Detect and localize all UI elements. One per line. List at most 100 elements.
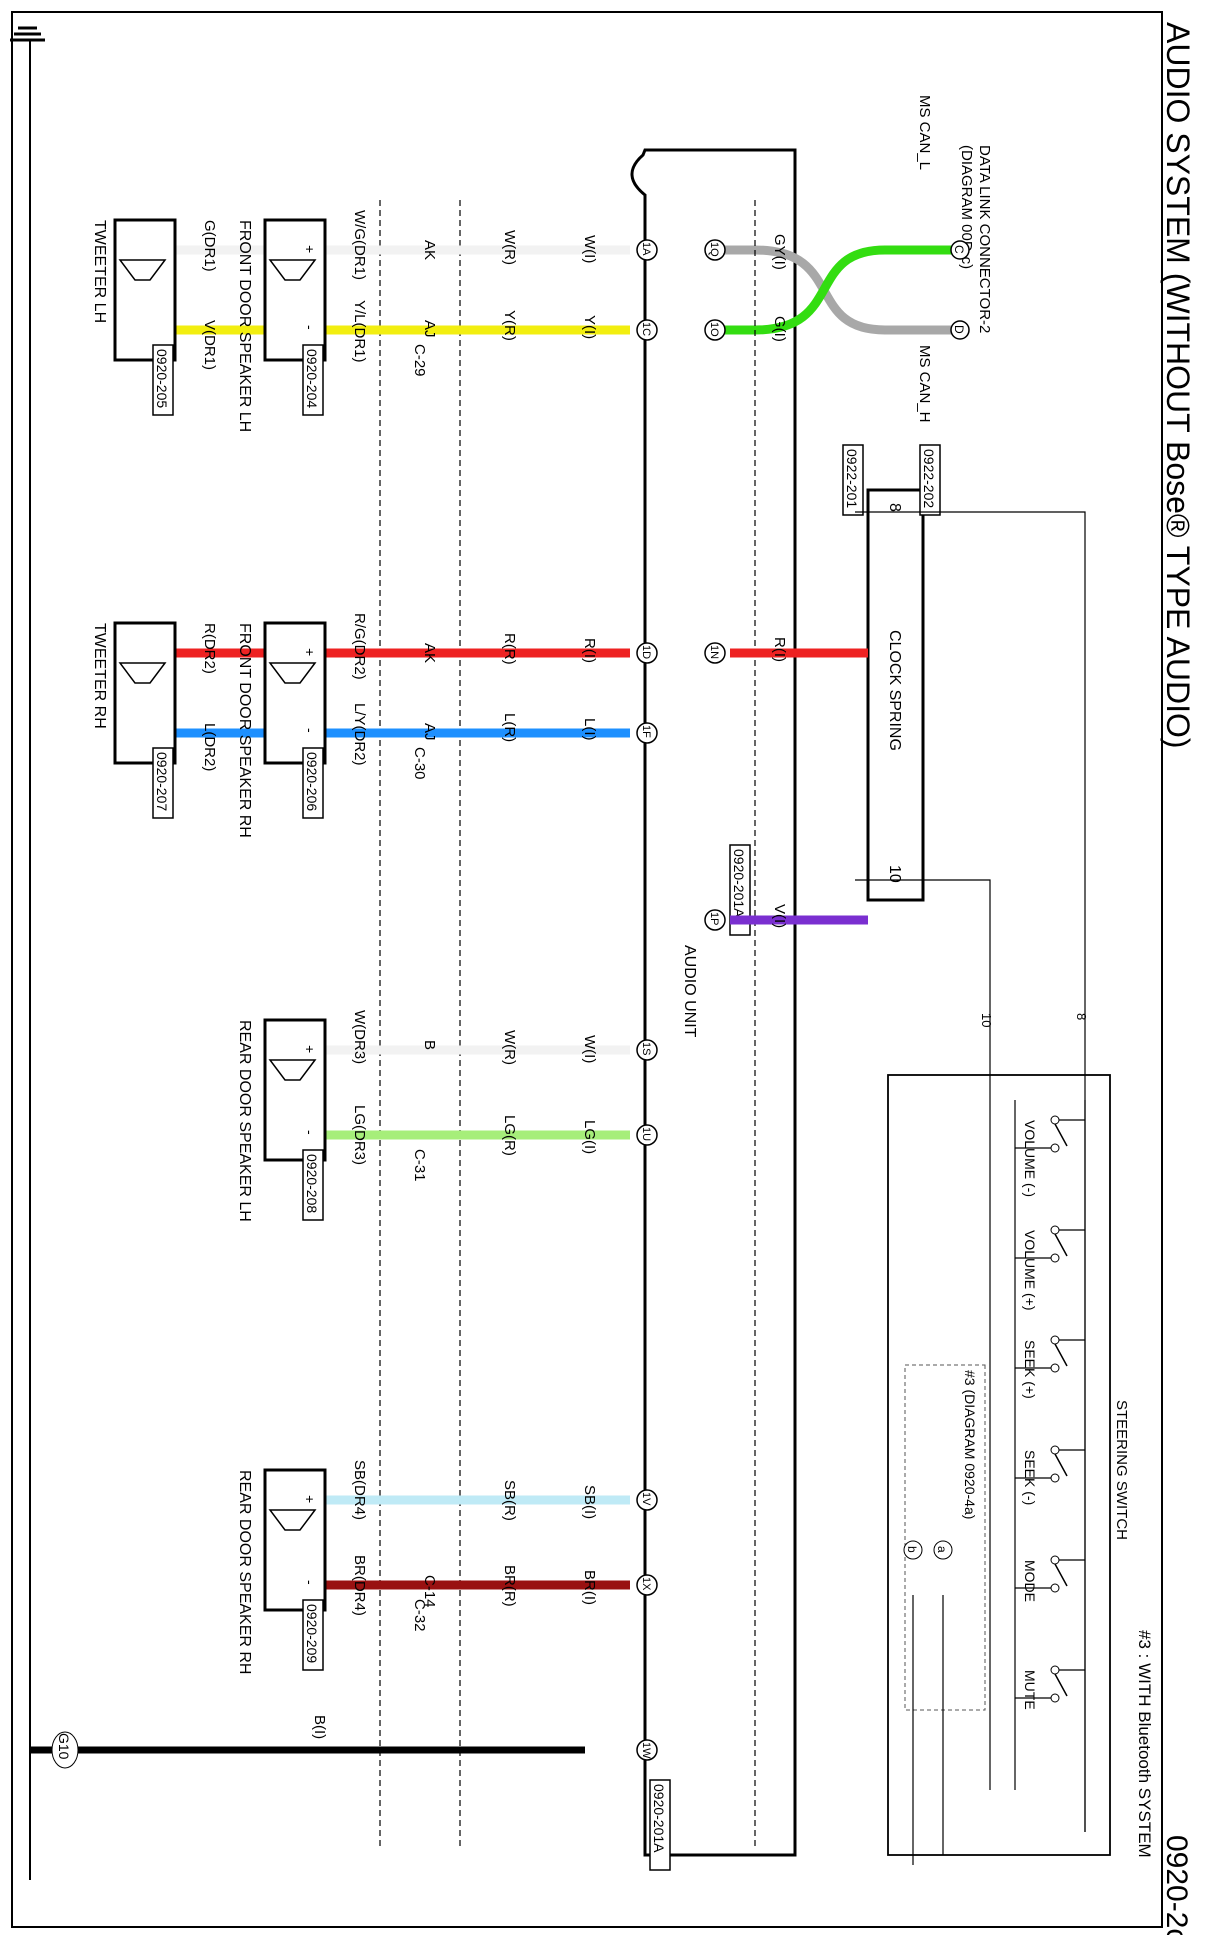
switch-label-1: VOLUME (+) — [1022, 1230, 1038, 1311]
door-plus-0: W/G(DR1) — [351, 210, 368, 280]
terminal-1p — [704, 909, 726, 931]
bluetooth-note: #3 (DIAGRAM 0920-4a) — [962, 1370, 978, 1519]
bluetooth-dashed-box — [904, 1364, 986, 1711]
harness-connector-3: C-32 — [411, 1599, 428, 1632]
conn-0922-202: 0922-202 — [921, 449, 937, 508]
switch-contact-a-0 — [1050, 1115, 1060, 1125]
steering-switch-box — [887, 1074, 1111, 1856]
speaker-conn-box-3 — [302, 1599, 324, 1671]
wire-label-1n: R(I) — [771, 637, 788, 662]
switch-lever-5 — [1054, 1673, 1068, 1697]
conn-0922-201: 0922-201 — [844, 449, 860, 508]
audio-unit-box — [630, 148, 797, 1857]
speaker-minus-sign-1: - — [302, 728, 318, 733]
terminal-label-1w: 1W — [640, 1742, 652, 1759]
speaker-conn-3: 0920-209 — [304, 1604, 320, 1663]
speaker-conn-box-2 — [302, 1149, 324, 1221]
harness-plus-2: W(R) — [501, 1030, 518, 1065]
wire-label-1p: V(I) — [771, 904, 788, 928]
terminal-1u — [636, 1124, 658, 1146]
page-id: 0920-2c — [1160, 1835, 1193, 1935]
ground-symbol — [10, 26, 45, 55]
switch-contact-a-1 — [1050, 1225, 1060, 1235]
tweeter-conn-box-0 — [152, 344, 174, 416]
switch-label-4: MODE — [1022, 1560, 1038, 1602]
pin-plus-2: B — [421, 1040, 438, 1050]
switch-contact-a-5 — [1050, 1665, 1060, 1675]
data-link-connector: DATA LINK CONNECTOR-2 (DIAGRAM 00D-c) MS… — [715, 95, 993, 423]
speaker-minus-sign-3: - — [302, 1580, 318, 1585]
tweeter-minus-label-0: V(DR1) — [201, 320, 218, 370]
pin-plus-0: AK — [421, 240, 438, 260]
clock-spring-pin-8: 8 — [886, 503, 903, 512]
speaker-plus-sign-3: + — [302, 1495, 318, 1503]
speaker-conn-1: 0920-206 — [304, 752, 320, 811]
speaker-conn-box-0 — [302, 344, 324, 416]
harness-plus-1: R(R) — [501, 633, 518, 665]
terminal-1a — [636, 239, 658, 261]
audio-unit-label: AUDIO UNIT — [681, 945, 698, 1038]
switch-label-2: SEEK (+) — [1022, 1340, 1038, 1399]
door-minus-2: LG(DR3) — [351, 1105, 368, 1165]
speaker-icon-0 — [268, 259, 317, 281]
terminal-label-1n: 1N — [708, 645, 720, 659]
tweeter-conn-1: 0920-207 — [154, 752, 170, 811]
speaker-plus-sign-2: + — [302, 1045, 318, 1053]
pin-minus-0: AJ — [421, 320, 438, 338]
switch-lever-0 — [1054, 1123, 1068, 1147]
wire-label-1f: L(I) — [581, 718, 598, 741]
door-minus-0: Y/L(DR1) — [351, 300, 368, 363]
wire-label-1c: Y(I) — [581, 315, 598, 339]
terminal-1n — [704, 642, 726, 664]
ms-can-l-label: MS CAN_L — [916, 95, 933, 170]
door-plus-2: W(DR3) — [351, 1010, 368, 1064]
door-minus-3: BR(DR4) — [351, 1555, 368, 1616]
clock-spring: CLOCK SPRING 8 10 0922-202 0922-201 8 10 — [842, 444, 1089, 1832]
speaker-minus-sign-2: - — [302, 1130, 318, 1135]
tweeter-minus-label-1: L(DR2) — [201, 723, 218, 771]
speaker-icon-3 — [268, 1509, 317, 1531]
wire-8-label: 8 — [1074, 1013, 1089, 1020]
switch-label-5: MUTE — [1022, 1670, 1038, 1710]
door-plus-3: SB(DR4) — [351, 1460, 368, 1520]
terminal-label-1u: 1U — [640, 1127, 652, 1141]
terminal-label-1q: 1Q — [708, 242, 720, 257]
tweeter-label-1: TWEETER RH — [91, 623, 108, 729]
pin-minus-1: AJ — [421, 723, 438, 741]
door-minus-1: L/Y(DR2) — [351, 703, 368, 766]
switch-lever-4 — [1054, 1563, 1068, 1587]
speaker-label-0: FRONT DOOR SPEAKER LH — [236, 220, 253, 432]
steering-switch: STEERING SWITCH #3 (DIAGRAM 0920-4a) a b — [887, 1074, 1130, 1865]
harness-plus-3: SB(R) — [501, 1480, 518, 1521]
pin-minus-3: C-14 — [421, 1575, 438, 1608]
tweeter-box-0 — [113, 218, 177, 362]
switch-contact-b-5 — [1050, 1693, 1060, 1703]
footnote: #3 : WITH Bluetooth SYSTEM — [1135, 1630, 1154, 1858]
wire-label-1u: LG(I) — [581, 1120, 598, 1154]
wire-label-1q: GY(I) — [771, 234, 788, 270]
door-plus-1: R/G(DR2) — [351, 613, 368, 680]
ms-can-h-label: MS CAN_H — [916, 345, 933, 423]
speaker-box-3 — [263, 1468, 327, 1612]
speaker-icon-2 — [268, 1059, 317, 1081]
terminal-1c — [636, 319, 658, 341]
speaker-box-0 — [263, 218, 327, 362]
switch-lever-2 — [1054, 1343, 1068, 1367]
conn-0920-201a-top: 0920-201A — [731, 849, 747, 918]
terminal-1q — [704, 239, 726, 261]
switch-contact-b-2 — [1050, 1363, 1060, 1373]
speaker-conn-box-1 — [302, 747, 324, 819]
wire-label-1v: SB(I) — [581, 1485, 598, 1519]
pin-d: D — [952, 325, 966, 334]
speaker-conn-0: 0920-204 — [304, 349, 320, 408]
speaker-label-1: FRONT DOOR SPEAKER RH — [236, 623, 253, 838]
terminal-1d — [636, 642, 658, 664]
pin-c: C — [952, 245, 966, 254]
clock-spring-pin-10: 10 — [886, 865, 903, 883]
tweeter-icon-1 — [118, 662, 167, 684]
clock-spring-label: CLOCK SPRING — [886, 630, 903, 751]
tweeter-box-1 — [113, 621, 177, 765]
data-link-label: DATA LINK CONNECTOR-2 — [976, 145, 993, 333]
speaker-conn-2: 0920-208 — [304, 1154, 320, 1213]
